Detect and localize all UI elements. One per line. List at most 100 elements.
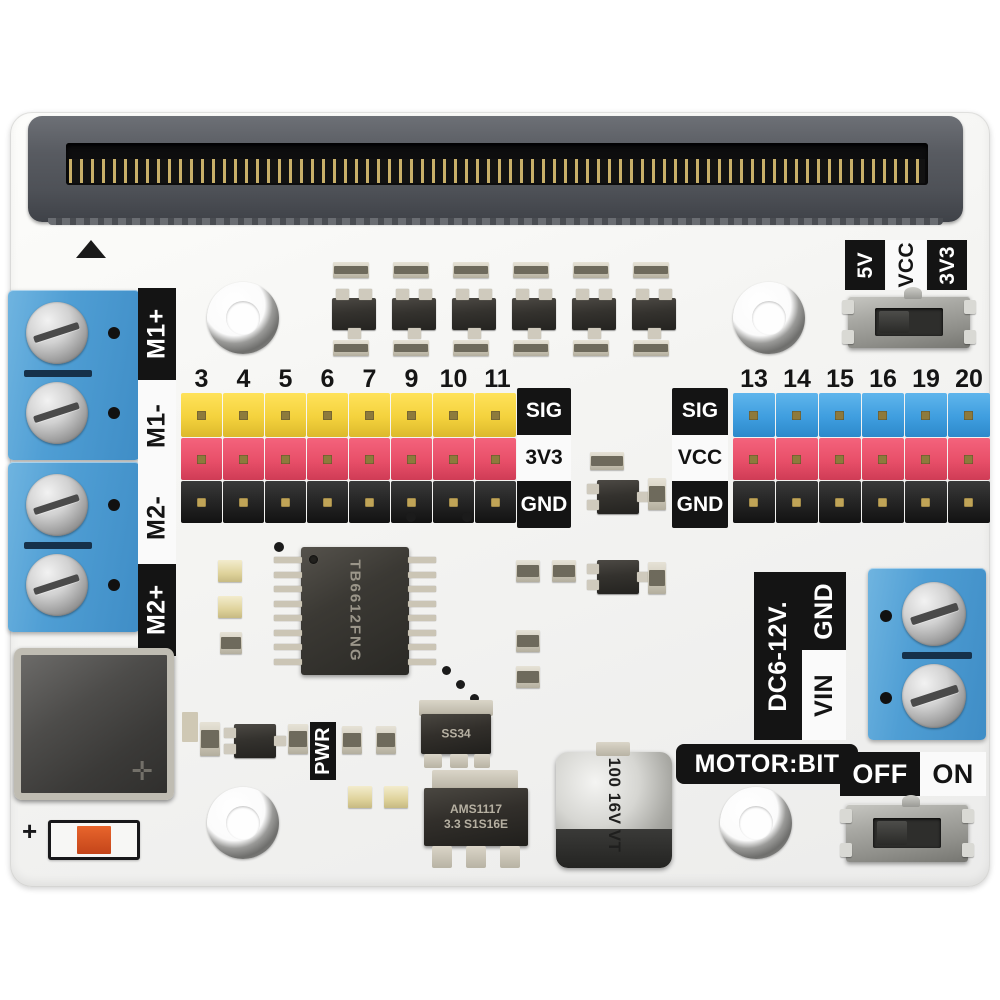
screw-m1-plus[interactable] — [26, 302, 88, 364]
resistor — [590, 452, 624, 470]
resistor — [376, 726, 396, 754]
switch-knob[interactable] — [876, 820, 907, 846]
label-3v3: 3V3 — [517, 434, 571, 482]
voltage-label-vcc: VCC — [886, 240, 926, 290]
transistor-bottom — [224, 724, 286, 758]
resistor — [516, 630, 540, 652]
motor-terminal-m2[interactable] — [8, 462, 140, 632]
resistor — [648, 478, 666, 510]
screw-m1-minus[interactable] — [26, 382, 88, 444]
transistor-mid-1 — [587, 480, 649, 514]
edge-connector-slot — [66, 143, 928, 185]
motor-label-m1-minus: M1- — [138, 380, 176, 472]
power-led — [48, 820, 140, 860]
indicator-led — [218, 560, 242, 582]
switch-window — [874, 308, 944, 336]
edge-connector[interactable] — [28, 116, 963, 225]
power-label-on: ON — [920, 752, 986, 796]
terminal-hole — [880, 610, 892, 622]
polarity-triangle-icon — [76, 240, 106, 258]
voltage-label-3v3: 3V3 — [927, 240, 967, 290]
motor-label-m2-minus: M2- — [138, 472, 176, 564]
left-header-labels: SIG 3V3 GND — [517, 388, 571, 528]
shielded-inductor — [14, 648, 174, 800]
left-header-row-3v3[interactable] — [181, 438, 517, 480]
schottky-diode-ss34: SS34 — [421, 714, 491, 754]
resistor — [200, 722, 220, 756]
plus-polarity-icon: + — [22, 816, 38, 846]
screw-m2-minus[interactable] — [26, 474, 88, 536]
resistor — [552, 560, 576, 582]
motor-driver-ic: TB6612FNG — [301, 547, 409, 675]
right-header-row-sig[interactable] — [733, 393, 991, 437]
right-header-labels: SIG VCC GND — [672, 388, 728, 528]
motor-terminal-m1[interactable] — [8, 290, 140, 460]
terminal-slot — [902, 652, 972, 659]
transistor-6 — [632, 289, 676, 339]
voltage-select-switch[interactable] — [842, 287, 976, 348]
terminal-slot — [24, 542, 92, 549]
right-header-row-gnd[interactable] — [733, 481, 991, 523]
left-header-row-gnd[interactable] — [181, 481, 517, 523]
ic-pins-right — [408, 553, 436, 669]
mounting-hole-top-right — [733, 282, 805, 354]
label-sig: SIG — [525, 399, 563, 423]
motor-label-m2-plus: M2+ — [138, 564, 176, 656]
mounting-hole-bottom-left — [207, 787, 279, 859]
mounting-hole-top-left — [207, 282, 279, 354]
power-label-off: OFF — [840, 752, 920, 796]
label-gnd: GND — [520, 492, 568, 516]
resistor — [288, 724, 308, 754]
switch-nub — [902, 795, 921, 807]
mounting-hole-bottom-right — [720, 787, 792, 859]
transistor-5 — [572, 289, 616, 339]
transistor-1 — [332, 289, 376, 339]
voltage-regulator-ams1117: AMS1117 3.3 S1S16E — [424, 788, 528, 846]
regulator-tab — [432, 770, 518, 790]
diode-part-number: SS34 — [441, 726, 471, 741]
indicator-led — [348, 786, 372, 808]
screw-m2-plus[interactable] — [26, 554, 88, 616]
terminal-hole — [108, 327, 120, 339]
screw-gnd[interactable] — [902, 582, 966, 646]
terminal-slot — [24, 370, 92, 377]
terminal-hole — [108, 579, 120, 591]
resistor — [516, 666, 540, 688]
voltage-label-5v: 5V — [845, 240, 885, 290]
left-header-row-sig[interactable] — [181, 393, 517, 437]
motor-label-m1-plus: M1+ — [138, 288, 176, 380]
label-sig: SIG — [681, 399, 719, 423]
transistor-3 — [452, 289, 496, 339]
board-name-silk: MOTOR:BIT — [676, 744, 858, 784]
power-switch[interactable] — [840, 795, 974, 862]
edge-connector-pins — [69, 159, 925, 183]
regulator-part-number: AMS1117 3.3 S1S16E — [443, 802, 509, 831]
terminal-hole — [108, 407, 120, 419]
indicator-led — [384, 786, 408, 808]
indicator-led — [218, 596, 242, 618]
switch-knob[interactable] — [878, 311, 909, 333]
power-label-gnd: GND — [802, 572, 846, 650]
resistor — [220, 632, 242, 654]
power-terminal[interactable] — [868, 568, 986, 740]
resistor — [516, 560, 540, 582]
power-label-dc: DC6-12V. — [754, 572, 802, 740]
pwr-silk-label: PWR — [310, 722, 336, 780]
terminal-hole — [880, 692, 892, 704]
electrolytic-capacitor: 100 16V VT — [556, 752, 672, 868]
resistor — [342, 726, 362, 754]
transistor-4 — [512, 289, 556, 339]
capacitor-polarity-band — [556, 828, 672, 868]
ic-pin1-dot — [309, 555, 318, 564]
capacitor-rating: 100 16V VT — [605, 757, 624, 853]
right-header-row-vcc[interactable] — [733, 438, 991, 480]
label-vcc: VCC — [672, 434, 728, 482]
power-label-vin: VIN — [802, 650, 846, 740]
transistor-mid-2 — [587, 560, 649, 594]
diode-tab — [419, 700, 493, 716]
smd-pad — [182, 712, 198, 742]
switch-window — [872, 817, 942, 849]
label-gnd: GND — [676, 492, 724, 516]
screw-vin[interactable] — [902, 664, 966, 728]
ic-part-number: TB6612FNG — [346, 559, 364, 663]
